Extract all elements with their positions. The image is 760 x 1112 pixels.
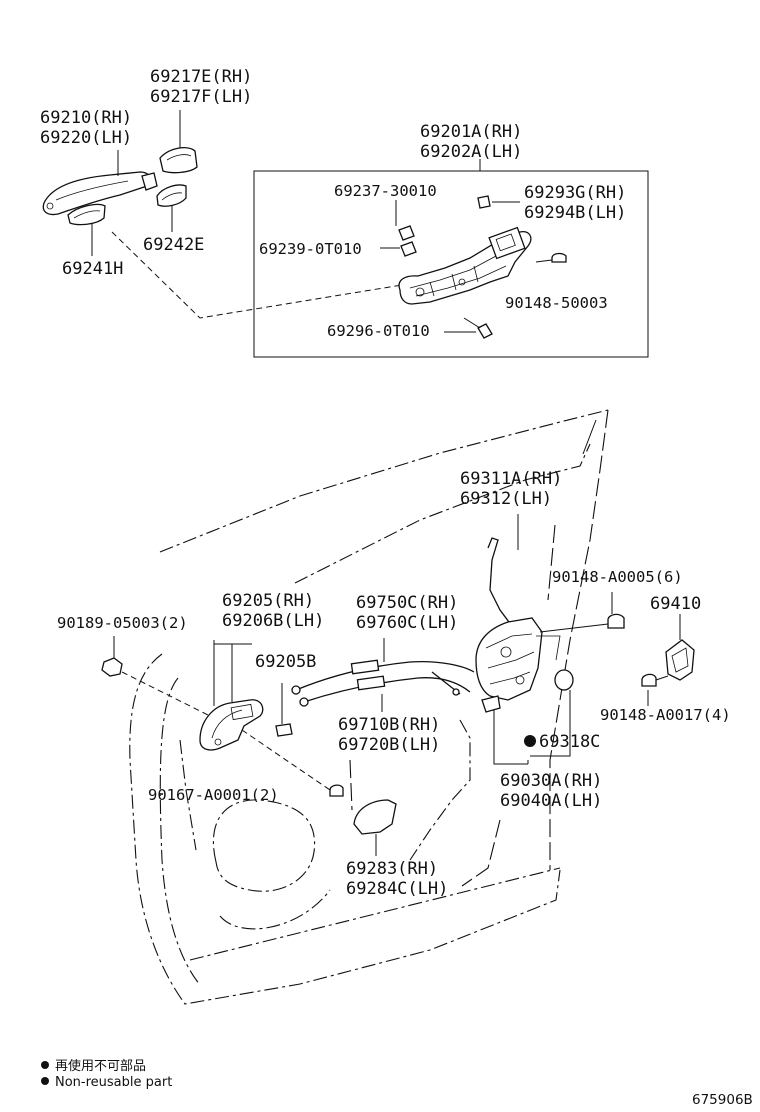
label-69205b: 69205B <box>255 652 316 672</box>
legend-dot-1 <box>41 1061 49 1069</box>
label-69217f: 69217F(LH) <box>150 87 252 107</box>
cap-69318c <box>554 669 574 691</box>
door-lock-drawing <box>475 617 561 713</box>
handle-pad-front-drawing <box>67 203 106 226</box>
label-69720b: 69720B(LH) <box>338 735 440 755</box>
clip-69205b <box>275 723 293 737</box>
label-90189-05003: 90189-05003(2) <box>57 614 188 632</box>
screw-90167 <box>329 784 344 797</box>
label-69239: 69239-0T010 <box>259 240 362 258</box>
non-reusable-marker <box>524 735 536 747</box>
label-69710b: 69710B(RH) <box>338 715 440 735</box>
label-69205: 69205(RH) <box>222 591 314 611</box>
handle-frame-drawing <box>398 226 532 305</box>
label-69284c: 69284C(LH) <box>346 879 448 899</box>
striker-drawing <box>665 639 695 681</box>
label-69202a: 69202A(LH) <box>420 142 522 162</box>
handle-pad-rear-drawing <box>156 184 187 207</box>
label-90167-a0001: 90167-A0001(2) <box>148 786 279 804</box>
clip-69239 <box>400 241 417 257</box>
label-69201a: 69201A(RH) <box>420 122 522 142</box>
lock-rod-drawing <box>487 537 513 627</box>
label-69030a: 69030A(RH) <box>500 771 602 791</box>
handle-cover-drawing <box>159 147 198 174</box>
bolt-69296 <box>477 323 493 339</box>
label-69760c: 69760C(LH) <box>356 613 458 633</box>
label-69206b: 69206B(LH) <box>222 611 324 631</box>
label-69410: 69410 <box>650 594 701 614</box>
nut-90189 <box>101 657 123 677</box>
label-69312: 69312(LH) <box>460 489 552 509</box>
label-69293g: 69293G(RH) <box>524 183 626 203</box>
label-69283: 69283(RH) <box>346 859 438 879</box>
label-69242e: 69242E <box>143 235 204 255</box>
label-90148-a0005: 90148-A0005(6) <box>552 568 683 586</box>
label-69318c: 69318C <box>539 732 600 752</box>
screw-a0017 <box>641 673 657 687</box>
label-69296: 69296-0T010 <box>327 322 430 340</box>
inside-handle-drawing <box>199 699 264 751</box>
label-69750c: 69750C(RH) <box>356 593 458 613</box>
cap-69293 <box>477 195 491 209</box>
screw-50003 <box>551 252 567 263</box>
screw-a0005 <box>607 613 625 629</box>
handle-protector-drawing <box>353 799 397 835</box>
label-69294b: 69294B(LH) <box>524 203 626 223</box>
label-90148-a0017: 90148-A0017(4) <box>600 706 731 724</box>
label-90148-50003: 90148-50003 <box>505 294 608 312</box>
label-69040a: 69040A(LH) <box>500 791 602 811</box>
legend-dot-2 <box>41 1077 49 1085</box>
label-69311a: 69311A(RH) <box>460 469 562 489</box>
legend-line-2: Non-reusable part <box>55 1075 172 1090</box>
label-69217e: 69217E(RH) <box>150 67 252 87</box>
frame-assembly-box <box>253 170 649 358</box>
label-69210: 69210(RH) <box>40 108 132 128</box>
label-69237: 69237-30010 <box>334 182 437 200</box>
grommet-69237 <box>398 225 415 241</box>
label-69220: 69220(LH) <box>40 128 132 148</box>
outside-handle-drawing <box>42 171 158 216</box>
cable-assembly-drawing <box>291 659 475 707</box>
legend: 再使用不可部品 Non-reusable part <box>41 1058 172 1090</box>
diagram-reference-number: 675906B <box>692 1092 753 1108</box>
legend-line-1: 再使用不可部品 <box>55 1058 146 1074</box>
label-69241h: 69241H <box>62 259 123 279</box>
